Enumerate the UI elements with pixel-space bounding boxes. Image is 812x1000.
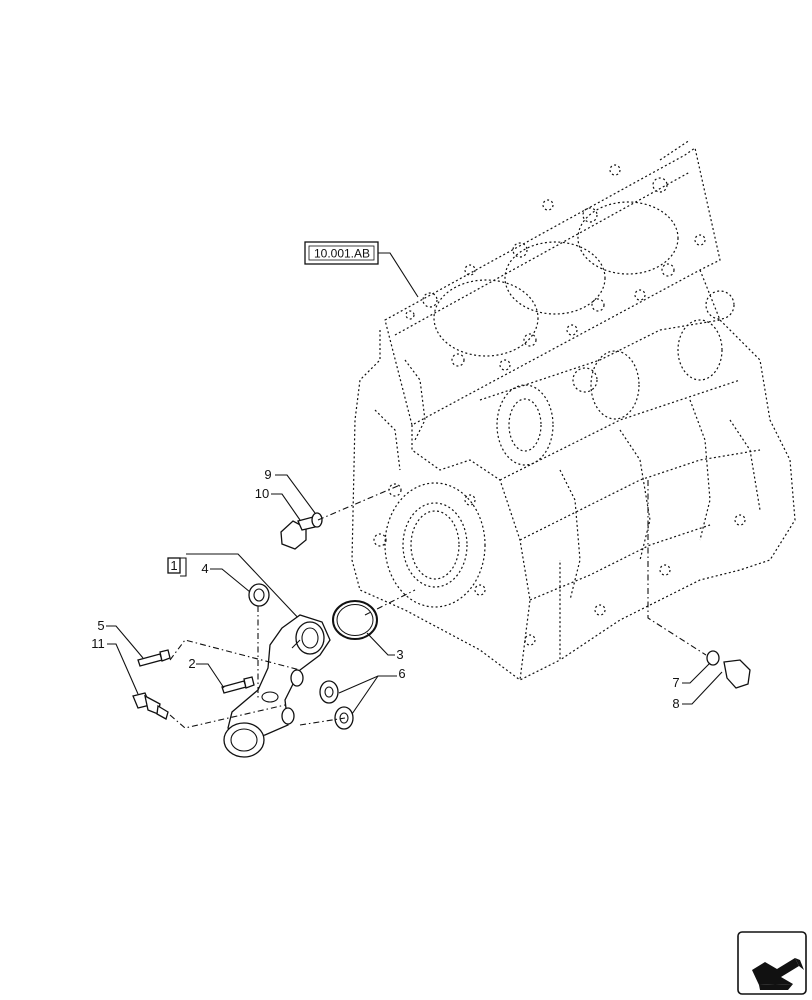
screw-2 xyxy=(221,676,255,694)
svg-text:4: 4 xyxy=(201,561,208,576)
assembly-box-label: 1 xyxy=(170,558,177,573)
reference-box[interactable]: 10.001.AB xyxy=(304,241,419,298)
callouts: 2 3 4 5 6 7 8 9 10 11 xyxy=(91,467,723,715)
svg-text:2: 2 xyxy=(188,656,195,671)
svg-text:9: 9 xyxy=(264,467,271,482)
callout-2: 2 xyxy=(188,656,225,689)
plug-4 xyxy=(248,583,270,607)
callout-8: 8 xyxy=(672,671,723,711)
svg-text:3: 3 xyxy=(396,647,403,662)
assembly-lines xyxy=(169,480,707,729)
screw-5 xyxy=(137,649,171,667)
reference-box-label: 10.001.AB xyxy=(314,247,370,261)
svg-text:6: 6 xyxy=(398,666,405,681)
svg-text:8: 8 xyxy=(672,696,679,711)
o-ring xyxy=(332,600,378,640)
svg-text:11: 11 xyxy=(91,636,105,651)
washer-7 xyxy=(706,650,720,666)
svg-text:7: 7 xyxy=(672,675,679,690)
callout-9: 9 xyxy=(264,467,316,514)
svg-text:10: 10 xyxy=(255,486,269,501)
bolt-8 xyxy=(723,659,751,689)
bolt-10 xyxy=(280,516,316,550)
svg-text:5: 5 xyxy=(97,618,104,633)
callout-5: 5 xyxy=(97,618,144,659)
callout-7: 7 xyxy=(672,662,711,690)
water-outlet-housing xyxy=(223,614,331,758)
callout-6: 6 xyxy=(338,666,406,715)
sensor-11 xyxy=(132,692,169,720)
plug-6-upper xyxy=(319,680,339,704)
engine-block xyxy=(351,139,796,681)
callout-4: 4 xyxy=(201,561,251,593)
callout-3: 3 xyxy=(366,632,404,662)
washer-9 xyxy=(311,512,323,528)
callout-10: 10 xyxy=(255,486,301,521)
assembly-box[interactable]: 1 xyxy=(167,553,303,623)
callout-11: 11 xyxy=(91,636,139,695)
gasket-bolt-holes xyxy=(405,164,706,371)
arrow-navigation-icon[interactable] xyxy=(737,931,807,995)
